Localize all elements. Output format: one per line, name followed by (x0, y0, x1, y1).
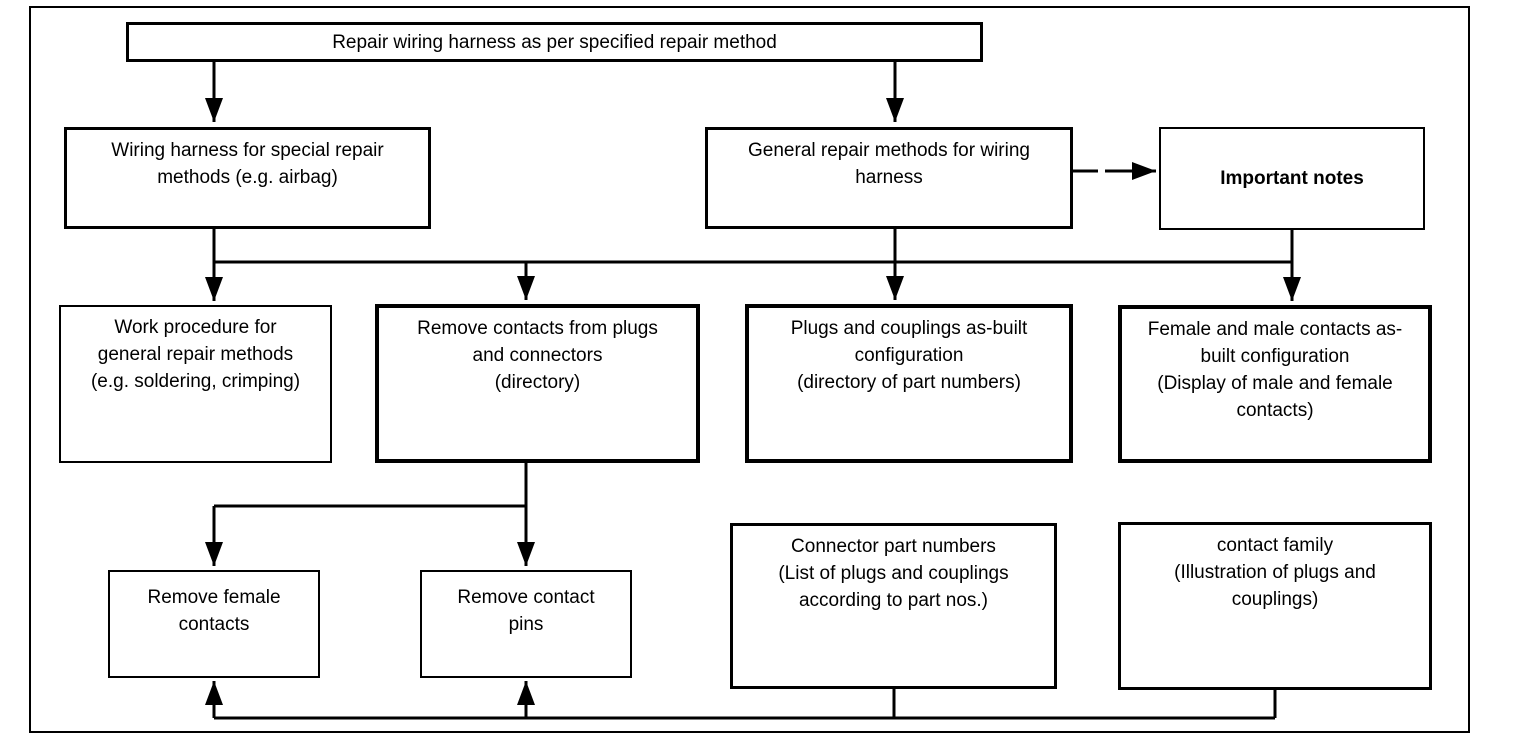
node-line: (Display of male and female (1157, 373, 1393, 394)
node-special-repair-harness: Wiring harness for special repair method… (64, 127, 431, 229)
node-line: (directory) (494, 372, 581, 393)
node-contact-family: contact family (Illustration of plugs an… (1118, 522, 1432, 690)
node-line: Wiring harness for special repair (111, 140, 384, 161)
node-line: methods (e.g. airbag) (157, 167, 338, 188)
node-line: built configuration (1200, 346, 1350, 367)
node-line: contact family (1216, 535, 1334, 556)
node-remove-female-contacts: Remove female contacts (108, 570, 320, 678)
node-line: (directory of part numbers) (797, 372, 1021, 393)
node-line: Important notes (1220, 168, 1364, 189)
node-connector-part-numbers: Connector part numbers (List of plugs an… (730, 523, 1057, 689)
node-line: according to part nos.) (798, 590, 989, 611)
node-line: Work procedure for (114, 317, 277, 338)
node-important-notes: Important notes (1159, 127, 1425, 230)
node-line: Plugs and couplings as-built (790, 318, 1028, 339)
node-plugs-couplings-config: Plugs and couplings as-built configurati… (745, 304, 1073, 463)
node-line: (Illustration of plugs and (1174, 562, 1376, 583)
diagram-border (29, 6, 1470, 733)
node-line: (e.g. soldering, crimping) (90, 371, 301, 392)
node-line: Remove contact (457, 587, 595, 608)
node-line: harness (855, 167, 923, 188)
node-line: contacts (178, 614, 250, 635)
node-line: contacts) (1236, 400, 1314, 421)
node-line: pins (508, 614, 544, 635)
node-work-procedure: Work procedure for general repair method… (59, 305, 332, 463)
node-line: general repair methods (97, 344, 294, 365)
node-line: Repair wiring harness as per specified r… (332, 31, 777, 53)
node-line: couplings) (1231, 589, 1319, 610)
node-female-male-contacts-config: Female and male contacts as- built confi… (1118, 305, 1432, 463)
node-general-repair-methods: General repair methods for wiring harnes… (705, 127, 1073, 229)
node-line: Female and male contacts as- (1147, 319, 1403, 340)
node-line: Remove female (147, 587, 281, 608)
node-repair-method: Repair wiring harness as per specified r… (126, 22, 983, 62)
node-line: and connectors (472, 345, 603, 366)
node-line: Connector part numbers (791, 536, 996, 557)
node-line: Remove contacts from plugs (417, 318, 658, 339)
node-line: (List of plugs and couplings (778, 563, 1009, 584)
node-line: configuration (854, 345, 964, 366)
node-line: General repair methods for wiring (748, 140, 1030, 161)
node-remove-contact-pins: Remove contact pins (420, 570, 632, 678)
node-remove-contacts: Remove contacts from plugs and connector… (375, 304, 700, 463)
